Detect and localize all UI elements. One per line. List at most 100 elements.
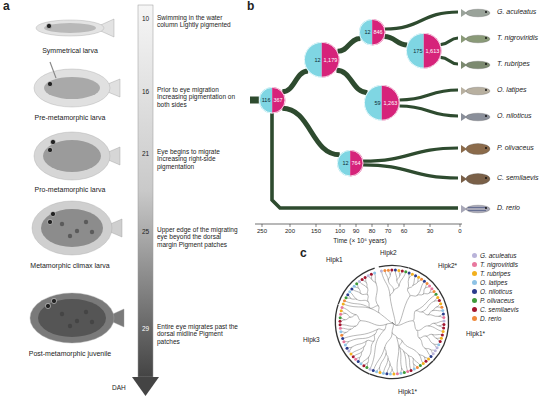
larva-illustration [34, 62, 120, 107]
axis-tick-label: 250 [253, 228, 271, 235]
tree-branch [376, 284, 379, 307]
tree-tip [375, 370, 378, 373]
tree-tip [392, 372, 395, 375]
tree-branch [417, 281, 424, 295]
species-name: T. rubripes [497, 60, 530, 68]
legend-swatch [472, 316, 477, 321]
legend-text: T. nigroviridis [480, 261, 518, 268]
larva-illustration [30, 293, 124, 343]
tree-branch [378, 329, 385, 330]
tree-tip [442, 316, 445, 319]
tree-tip [359, 362, 362, 365]
tree-tip [434, 349, 437, 352]
tree-tip [345, 296, 348, 299]
tree-tip [430, 287, 433, 290]
tree-tip [350, 287, 353, 290]
tree-branch [432, 334, 436, 338]
tree-branch [349, 334, 375, 341]
tree-tip [339, 330, 342, 333]
axis-title: Time (× 10⁶ years) [295, 237, 425, 244]
tree-branch [385, 347, 387, 353]
tree-branch [432, 310, 443, 312]
species-fish [461, 61, 490, 69]
tree-tip [342, 340, 345, 343]
tree-tip [413, 368, 416, 371]
tree-branch [408, 286, 413, 289]
tree-tip [408, 271, 411, 274]
species-name: D. rerio [497, 204, 520, 212]
tree-tip [367, 274, 370, 277]
gene-count: 367 [272, 97, 285, 103]
tree-tip [346, 293, 349, 296]
tree-tip [442, 323, 445, 326]
tree-tip [442, 312, 445, 315]
tree-branch-edge [282, 71, 308, 92]
label-slot: 200 [281, 228, 299, 235]
pie-chart-node: 12846 [359, 19, 385, 45]
tree-tip [339, 320, 342, 323]
tree-branch [425, 348, 431, 356]
tree-tip [432, 352, 435, 355]
tree-tip [362, 364, 365, 367]
tree-branch [428, 315, 439, 317]
label-slot: Entire eye migrates past the dorsal midl… [157, 323, 241, 345]
panel-letter: a [3, 0, 10, 14]
clade-bracket [379, 265, 409, 269]
axis-tick-label: 70 [379, 228, 397, 235]
legend-text: T. rubripes [480, 270, 510, 277]
clade-label: Hipk1* [398, 388, 417, 395]
species-fish [461, 174, 490, 185]
stage-caption: Symmetrical larva [8, 47, 132, 55]
gene-count: 12 [359, 29, 372, 35]
tree-tip [401, 270, 404, 273]
legend-text: D. rerio [480, 315, 501, 322]
tree-branch [345, 317, 350, 320]
gene-count: 12 [304, 57, 322, 63]
tree-branch [415, 294, 436, 310]
tree-tip [365, 366, 368, 369]
tree-branch [407, 289, 409, 296]
tree-branch [399, 347, 401, 368]
tree-tip [433, 290, 436, 293]
tree-tip [419, 364, 422, 367]
radial-tree [335, 265, 450, 380]
label-slot: b [247, 0, 254, 14]
tree-tip [442, 319, 445, 322]
legend-swatch [472, 253, 477, 258]
tree-tip [394, 269, 397, 272]
gene-count: 12 [337, 160, 350, 166]
label-slot: Hipk1* [398, 388, 417, 395]
tree-tip [339, 323, 342, 326]
label-slot: T. rubripes [497, 60, 530, 68]
label-slot: Hipk3 [303, 336, 320, 343]
legend-text: P. olivaceus [480, 297, 514, 304]
axis-tick [262, 224, 263, 227]
label-slot: 250 [253, 228, 271, 235]
clade-bracket [409, 267, 440, 290]
tree-branch [375, 273, 377, 284]
tree-branch [346, 314, 351, 318]
tree-branch [422, 312, 428, 315]
tree-branch [397, 276, 400, 281]
gene-count: 1,179 [322, 57, 340, 63]
tree-branch [351, 346, 365, 354]
gene-count: 116 [259, 97, 272, 103]
tree-tip [364, 276, 367, 279]
larva-illustration [36, 19, 114, 37]
tree-branch [402, 340, 419, 354]
tree-branch [378, 306, 380, 313]
tree-branch-edge [282, 108, 339, 154]
tree-tip [389, 372, 392, 375]
tree-tip [339, 327, 342, 330]
tree-branch [386, 353, 388, 359]
tree-branch-edge [336, 70, 367, 92]
axis-tick [316, 224, 317, 227]
tree-branch [388, 281, 393, 291]
tree-tip [352, 355, 355, 358]
tree-tip [437, 343, 440, 346]
tree-branch [428, 323, 433, 326]
tree-tip [344, 344, 347, 347]
legend-row: G. aculeatus [472, 252, 517, 259]
gene-count: 1,613 [424, 48, 442, 54]
